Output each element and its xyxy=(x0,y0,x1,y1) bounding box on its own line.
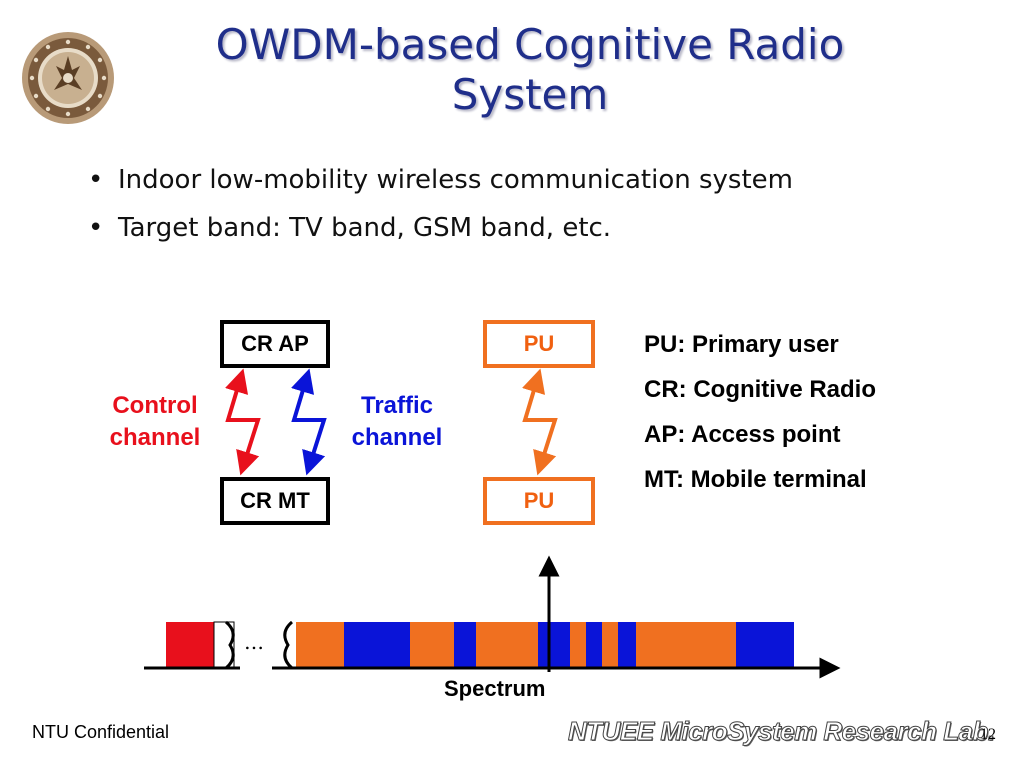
bullet-text: Indoor low-mobility wireless communicati… xyxy=(118,165,793,195)
legend-item: CR: Cognitive Radio xyxy=(644,376,876,403)
bullet-dot: • xyxy=(88,165,104,195)
spectrum-block-cr xyxy=(586,622,602,668)
spectrum-block-control xyxy=(166,622,214,668)
spectrum-ellipsis: … xyxy=(244,630,264,654)
cr-mt-box: CR MT xyxy=(220,477,330,525)
spectrum-block-pu xyxy=(296,622,344,668)
bullet-item: • Target band: TV band, GSM band, etc. xyxy=(88,204,793,252)
spectrum-blocks xyxy=(166,621,794,669)
spectrum-block-pu xyxy=(602,622,618,668)
slide-title: OWDM-based Cognitive Radio System xyxy=(215,20,845,119)
pu-link-bolt xyxy=(522,368,558,476)
spectrum-label: Spectrum xyxy=(444,676,546,701)
break-brace-right xyxy=(283,620,294,670)
spectrum-block-cr xyxy=(618,622,636,668)
control-channel-label: Control channel xyxy=(92,390,218,454)
footer-lab-name: NTUEE MicroSystem Research Lab. xyxy=(568,716,996,747)
traffic-channel-bolt xyxy=(291,368,327,476)
spectrum-block-cr xyxy=(736,622,794,668)
legend-item: PU: Primary user xyxy=(644,331,839,358)
pu-top-box: PU xyxy=(483,320,595,368)
spectrum-block-pu xyxy=(410,622,454,668)
legend-item: AP: Access point xyxy=(644,421,841,448)
traffic-channel-line2: channel xyxy=(351,424,443,451)
spectrum-block-cr xyxy=(344,622,410,668)
bullet-text: Target band: TV band, GSM band, etc. xyxy=(118,213,612,243)
control-channel-line2: channel xyxy=(109,424,201,451)
bullet-dot: • xyxy=(88,213,104,243)
spectrum-block-cr xyxy=(454,622,476,668)
footer-confidential: NTU Confidential xyxy=(32,722,170,742)
abbreviation-legend: PU: Primary user CR: Cognitive Radio AP:… xyxy=(644,322,876,502)
page-number: 12 xyxy=(980,726,996,743)
spectrum-block-cr xyxy=(538,622,570,668)
traffic-channel-line1: Traffic xyxy=(360,392,434,419)
university-seal-logo xyxy=(22,32,114,124)
control-channel-line1: Control xyxy=(112,392,198,419)
control-channel-bolt xyxy=(225,368,261,476)
pu-bottom-box: PU xyxy=(483,477,595,525)
spectrum-block-pu xyxy=(636,622,736,668)
cr-ap-box: CR AP xyxy=(220,320,330,368)
break-brace-left xyxy=(224,620,235,670)
bullet-item: • Indoor low-mobility wireless communicat… xyxy=(88,156,793,204)
bullet-list: • Indoor low-mobility wireless communicat… xyxy=(88,156,793,252)
spectrum-block-pu xyxy=(570,622,586,668)
traffic-channel-label: Traffic channel xyxy=(334,390,460,454)
spectrum-block-pu xyxy=(476,622,538,668)
legend-item: MT: Mobile terminal xyxy=(644,466,867,493)
